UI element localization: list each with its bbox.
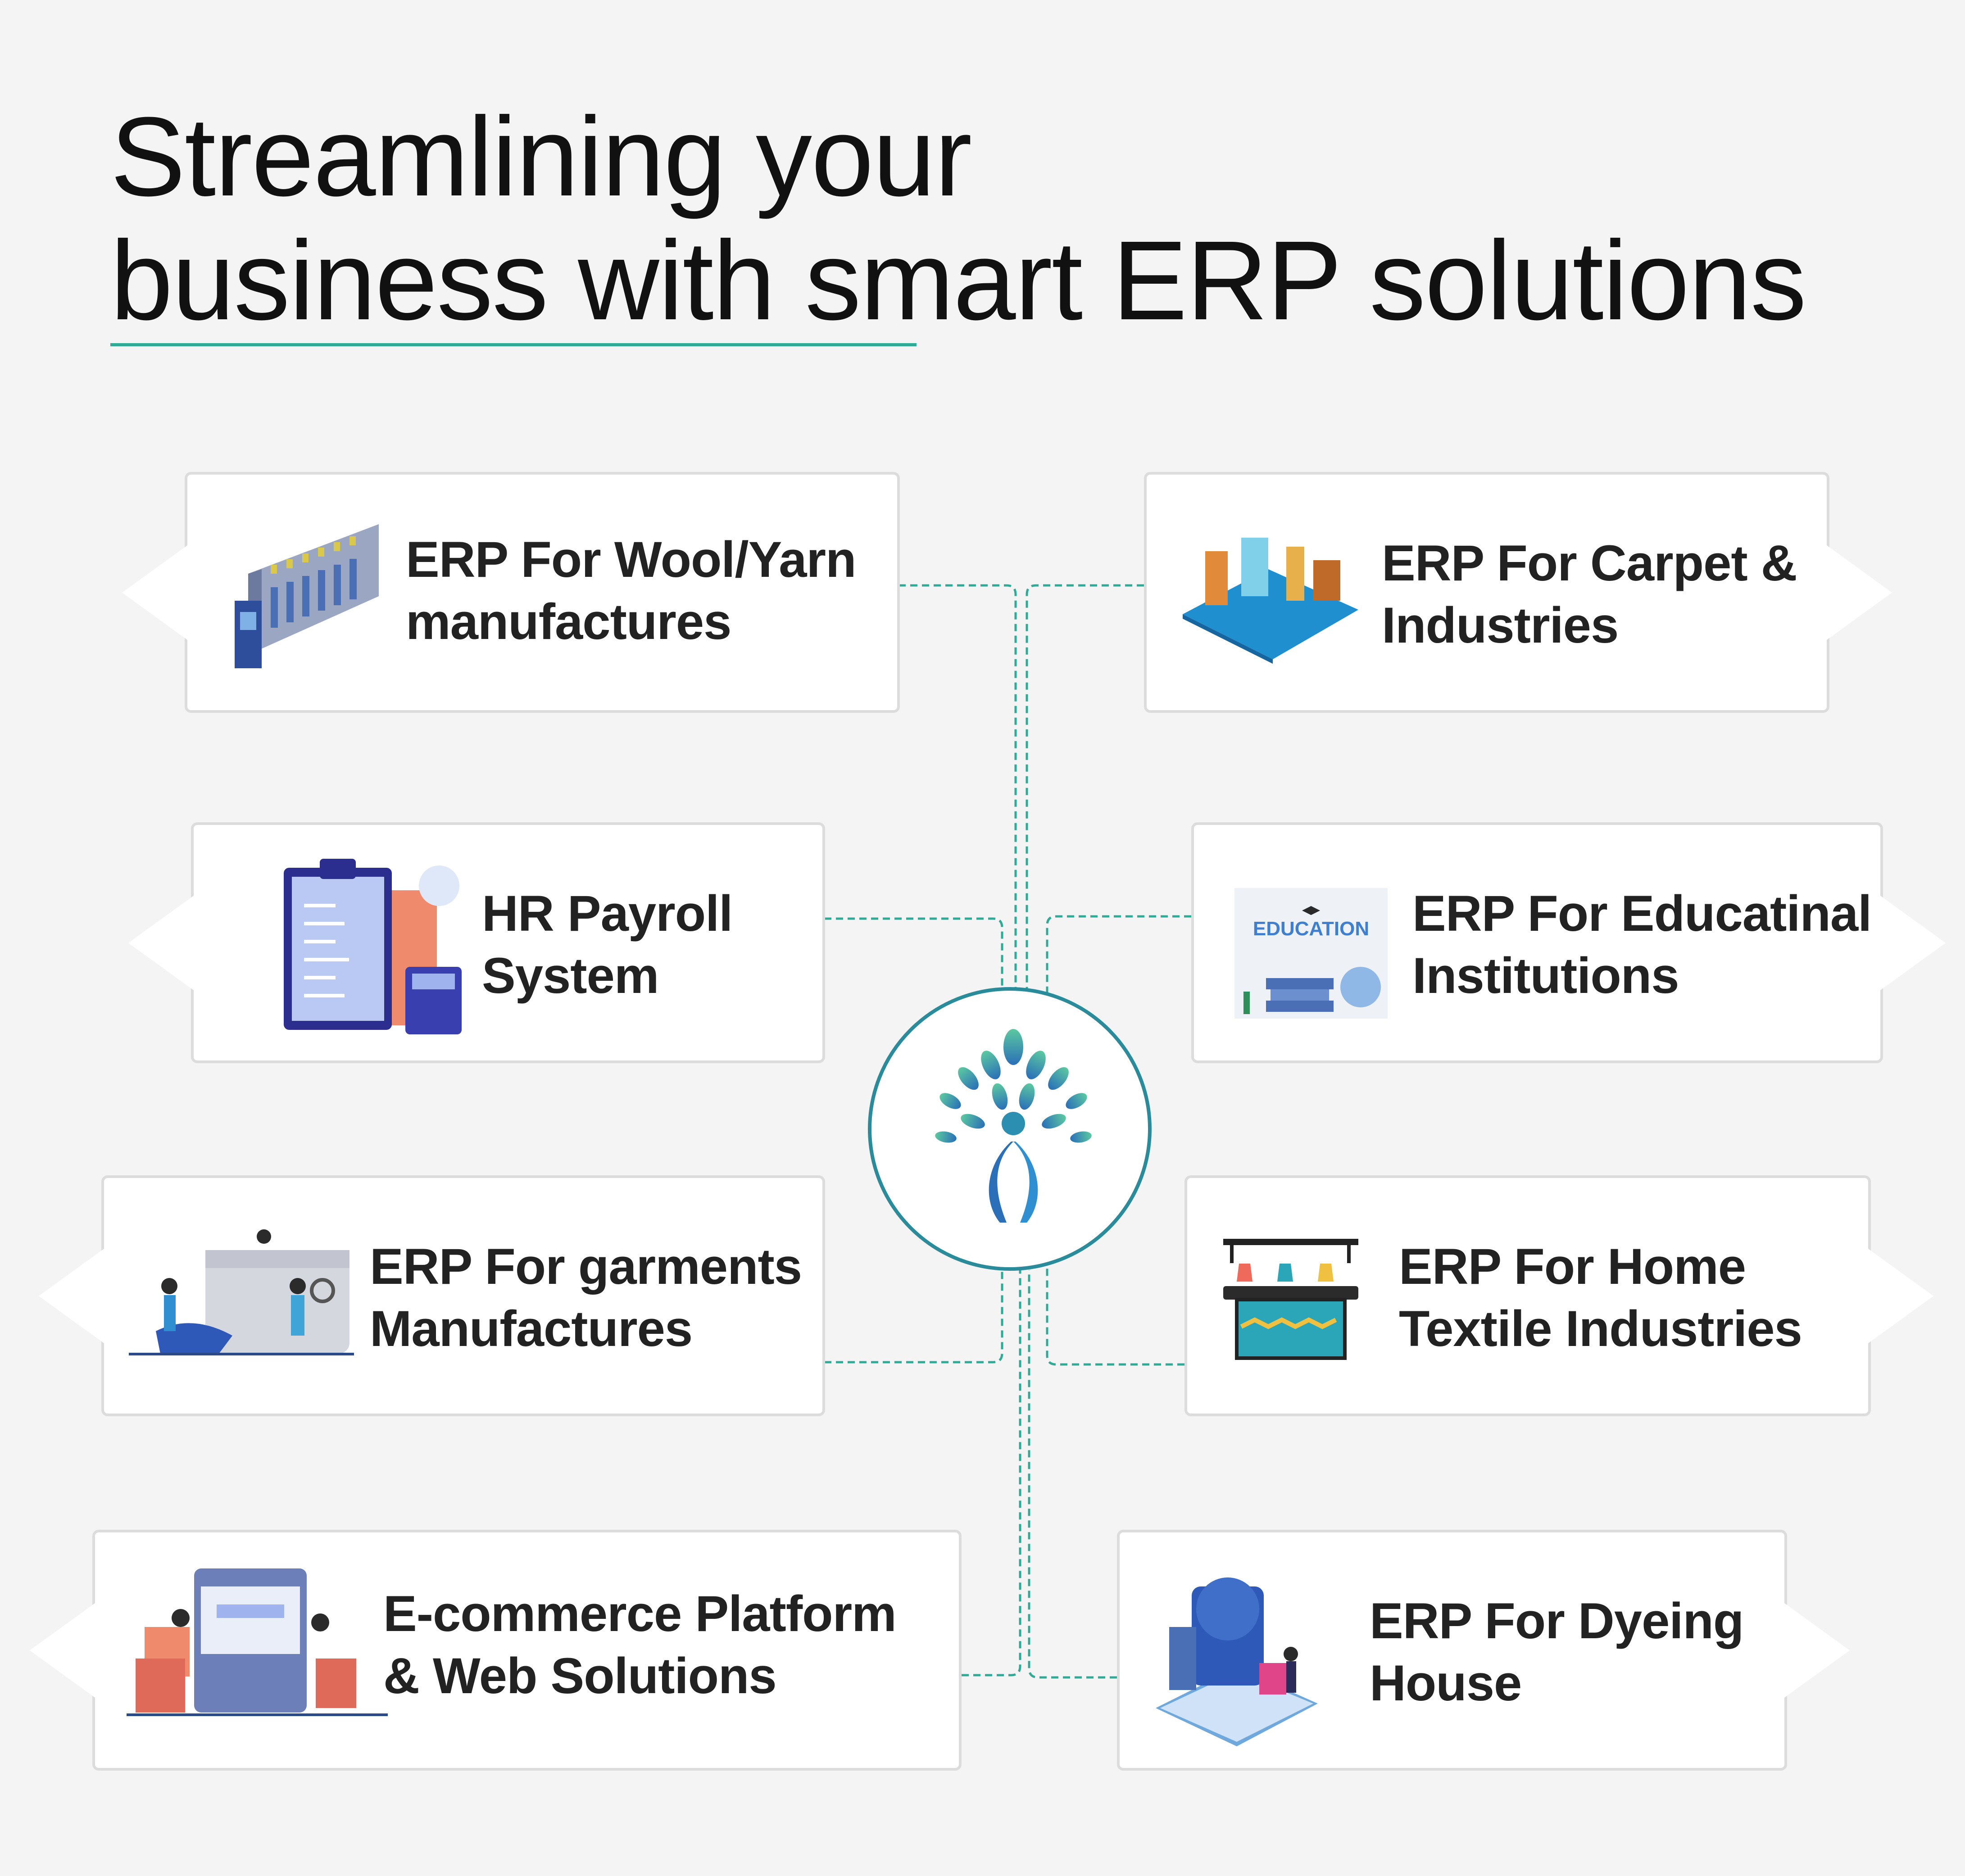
connector-ecommerce [962, 1270, 1021, 1677]
card-label-line2: House [1370, 1655, 1522, 1711]
tree-logo-icon [923, 1029, 1103, 1227]
hub-circle [868, 987, 1152, 1271]
card-education[interactable]: EDUCATION ERP For Educatinal Institution… [1191, 822, 1946, 1063]
carpet-factory-icon [1178, 524, 1363, 664]
connector-carpet [1026, 584, 1144, 991]
card-label-line2: manufactures [406, 594, 731, 650]
card-notch [1880, 895, 1946, 990]
online-shop-icon [127, 1568, 388, 1717]
card-label: E-commerce Platform & Web Solutions [383, 1583, 897, 1707]
card-label: HR Payroll System [482, 883, 733, 1007]
card-home-textile[interactable]: ERP For Home Textile Industries [1184, 1175, 1933, 1416]
card-label-line1: ERP For Home [1399, 1238, 1746, 1295]
card-label: ERP For Carpet & Industries [1382, 532, 1797, 657]
connector-hometextile [1046, 1265, 1184, 1366]
education-badge: EDUCATION [1253, 918, 1369, 940]
card-label: ERP For Home Textile Industries [1399, 1236, 1802, 1360]
card-carpet[interactable]: ERP For Carpet & Industries [1144, 472, 1892, 713]
connector-hr [824, 917, 1003, 991]
education-books-icon: EDUCATION [1234, 888, 1388, 1023]
card-notch [1784, 1603, 1850, 1698]
card-label-line1: E-commerce Platform [383, 1586, 897, 1642]
card-label-line2: Institutions [1412, 947, 1679, 1004]
card-dyeing[interactable]: ERP For Dyeing House [1117, 1530, 1850, 1771]
payroll-clipboard-icon [279, 854, 468, 1039]
card-label: ERP For Dyeing House [1370, 1590, 1744, 1714]
textile-loom-icon [1219, 1237, 1363, 1363]
title-line-2: business with smart ERP solutions [110, 218, 1806, 343]
card-hr-payroll[interactable]: HR Payroll System [128, 822, 825, 1063]
card-notch [128, 895, 194, 990]
card-notch [1868, 1248, 1933, 1343]
card-ecommerce[interactable]: E-commerce Platform & Web Solutions [30, 1530, 962, 1771]
card-wool-yarn[interactable]: ERP For Wool/Yarn manufactures [122, 472, 900, 713]
card-label-line2: & Web Solutions [383, 1648, 777, 1704]
card-label-line1: ERP For Wool/Yarn [406, 531, 856, 588]
card-label: ERP For Educatinal Institutions [1412, 883, 1872, 1007]
card-label-line1: HR Payroll [482, 885, 733, 942]
card-label-line2: Manufactures [370, 1301, 693, 1357]
connector-wool [899, 584, 1017, 991]
card-label-line1: ERP For Carpet & [1382, 535, 1797, 591]
card-label-line1: ERP For Dyeing [1370, 1593, 1744, 1649]
sewing-machine-icon [129, 1219, 354, 1358]
spinning-machine-icon [230, 511, 392, 677]
page-title: Streamlining your business with smart ER… [110, 95, 1867, 342]
card-notch [39, 1248, 104, 1343]
connector-dyeing [1028, 1270, 1117, 1679]
card-notch [122, 545, 187, 640]
card-garments[interactable]: ERP For garments Manufactures [39, 1175, 825, 1416]
card-label-line1: ERP For garments [370, 1238, 802, 1295]
card-label-line2: System [482, 947, 659, 1004]
title-underline [110, 343, 917, 346]
card-label: ERP For Wool/Yarn manufactures [406, 529, 856, 653]
card-label-line1: ERP For Educatinal [1412, 885, 1872, 942]
card-label-line2: Textile Industries [1399, 1301, 1802, 1357]
card-notch [1827, 545, 1892, 640]
title-line-1: Streamlining your [110, 94, 972, 219]
card-notch [30, 1603, 95, 1698]
card-label: ERP For garments Manufactures [370, 1236, 802, 1360]
connector-garments [824, 1265, 1003, 1364]
card-label-line2: Industries [1382, 597, 1619, 653]
dyeing-machine-icon [1156, 1559, 1318, 1749]
connector-education [1046, 915, 1191, 993]
